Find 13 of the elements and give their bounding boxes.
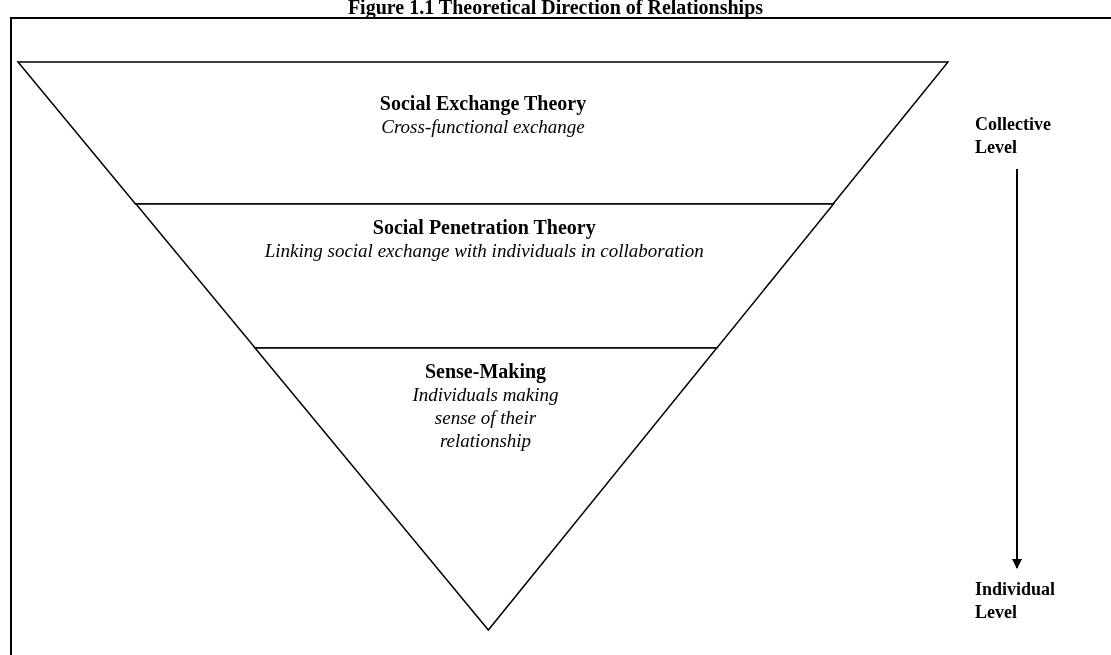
pyramid-band (135, 204, 833, 348)
theory-description: Individuals making sense of their relationship (411, 383, 560, 452)
theory-description: Linking social exchange with individuals in collaboration (263, 239, 705, 262)
theory-heading: Sense-Making (423, 360, 548, 383)
level-label: Individual Level (975, 578, 1085, 624)
theory-description: Cross-functional exchange (380, 115, 586, 138)
pyramid-band (254, 348, 717, 630)
figure-title: Figure 1.1 Theoretical Direction of Relationships (346, 0, 765, 17)
level-label: Collective Level (975, 113, 1085, 159)
arrow (1012, 168, 1022, 569)
theory-heading: Social Penetration Theory (371, 216, 597, 239)
pyramid-band (18, 62, 948, 204)
theory-heading: Social Exchange Theory (378, 92, 588, 115)
